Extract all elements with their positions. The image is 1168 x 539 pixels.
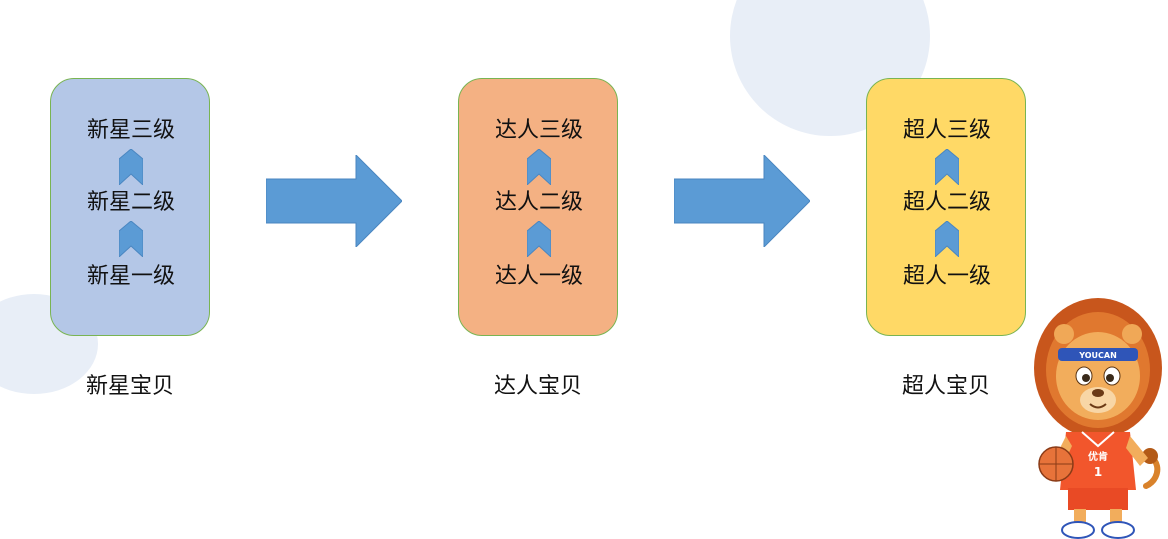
level-2-label: 新星二级 [86,190,175,215]
svg-text:优肯: 优肯 [1088,450,1108,463]
level-3-label: 达人三级 [494,118,583,143]
chevron-up-icon [119,149,143,185]
level-1-label: 新星一级 [86,264,175,289]
level-3-label: 新星三级 [86,118,175,143]
chevron-up-icon [527,221,551,257]
arrow-right-icon [674,155,810,247]
arrow-right-icon [266,155,402,247]
chevron-up-icon [119,221,143,257]
stage-box-xinxing: 新星三级 新星二级 新星一级 [50,78,210,336]
stage-box-daren: 达人三级 达人二级 达人一级 [458,78,618,336]
level-1-label: 达人一级 [494,264,583,289]
chevron-up-icon [527,149,551,185]
level-1-label: 超人一级 [902,264,991,289]
svg-text:1: 1 [1094,465,1102,479]
stage-box-chaoren: 超人三级 超人二级 超人一级 [866,78,1026,336]
level-2-label: 超人二级 [902,190,991,215]
stage-caption: 超人宝贝 [901,374,990,399]
stage-caption: 达人宝贝 [493,374,582,399]
svg-text:YOUCAN: YOUCAN [1078,351,1117,360]
chevron-up-icon [935,149,959,185]
chevron-up-icon [935,221,959,257]
level-2-label: 达人二级 [494,190,583,215]
level-3-label: 超人三级 [902,118,991,143]
lion-mascot-icon: YOUCAN 优肯 1 [1034,298,1162,539]
stage-caption: 新星宝贝 [85,374,174,399]
